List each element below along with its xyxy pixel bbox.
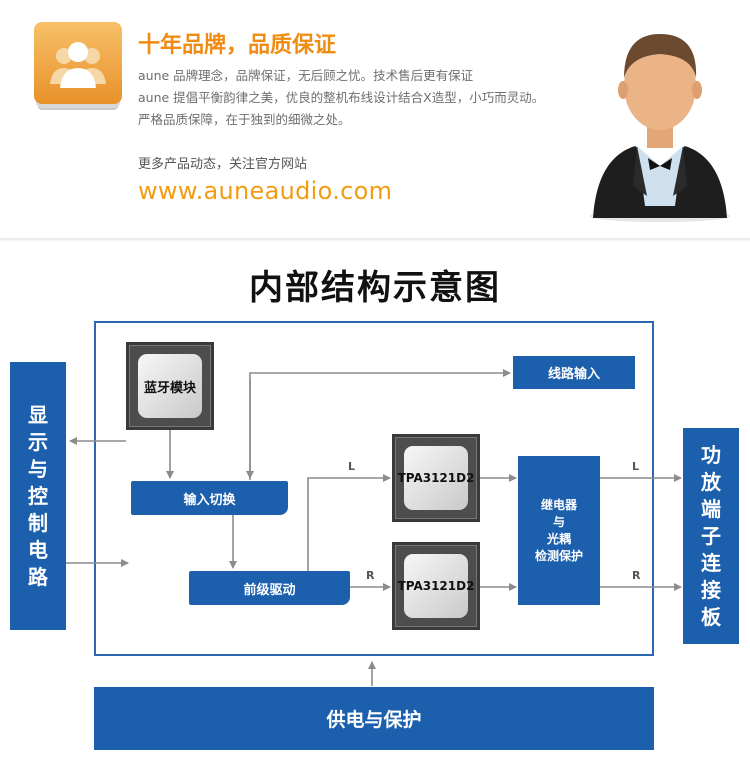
amp-chip-right: TPA3121D2 (392, 542, 480, 630)
output-label-l: L (632, 460, 640, 473)
left-panel-char: 制 (28, 510, 48, 535)
right-panel-char: 子 (701, 523, 721, 548)
amp-chip-left: TPA3121D2 (392, 434, 480, 522)
promo-line-2: aune 提倡平衡韵律之美，优良的整机布线设计结合X造型，小巧而灵动。 (138, 90, 545, 105)
bluetooth-module-label: 蓝牙模块 (138, 354, 202, 418)
output-label-r: R (632, 569, 641, 582)
arrow-pre-to-chip-l (307, 474, 391, 571)
relay-text: 检测保护 (534, 548, 583, 563)
pre-driver-block: 前级驱动 (189, 571, 350, 605)
promo-header: 十年品牌，品质保证 aune 品牌理念，品牌保证，无后顾之忧。技术售后更有保证 … (0, 0, 750, 240)
left-panel-char: 电 (28, 537, 48, 562)
users-icon (50, 42, 106, 88)
promo-line-1: aune 品牌理念，品牌保证，无后顾之忧。技术售后更有保证 (138, 68, 474, 83)
power-protection-block: 供电与保护 (94, 687, 654, 750)
avatar-icon (590, 34, 730, 222)
relay-text: 继电器 (540, 497, 577, 512)
left-panel-char: 控 (28, 483, 48, 508)
diagram-title: 内部结构示意图 (249, 268, 501, 308)
left-panel-char: 示 (28, 429, 48, 454)
amp-terminal-board-block: 功 放 端 子 连 接 板 (683, 428, 739, 644)
header-divider (0, 238, 750, 242)
right-panel-char: 接 (701, 577, 721, 602)
left-panel-char: 与 (28, 456, 48, 481)
bluetooth-module-chip: 蓝牙模块 (126, 342, 214, 430)
more-info-text: 更多产品动态，关注官方网站 (138, 157, 308, 172)
promo-line-3: 严格品质保障，在于独到的细微之处。 (138, 112, 351, 127)
right-panel-char: 功 (701, 442, 721, 467)
channel-label-l: L (348, 460, 356, 473)
amp-chip-right-label: TPA3121D2 (398, 554, 474, 618)
right-panel-char: 放 (701, 469, 721, 494)
relay-protection-block: 继电器 与 光耦 检测保护 (518, 456, 600, 605)
line-input-block: 线路输入 (513, 356, 635, 389)
left-panel-char: 路 (28, 564, 48, 589)
main-board-frame (94, 321, 654, 656)
relay-text: 与 (552, 514, 565, 529)
right-panel-char: 连 (701, 550, 721, 575)
left-panel-char: 显 (28, 402, 48, 427)
right-panel-char: 板 (701, 604, 721, 629)
headline: 十年品牌，品质保证 (138, 33, 337, 58)
input-switch-block: 输入切换 (131, 481, 288, 515)
users-badge-icon (34, 22, 122, 104)
right-panel-char: 端 (701, 496, 721, 521)
amp-chip-left-label: TPA3121D2 (398, 446, 474, 510)
channel-label-r: R (366, 569, 375, 582)
display-control-circuit-block: 显 示 与 控 制 电 路 (10, 362, 66, 630)
relay-text: 光耦 (546, 531, 571, 546)
website-link[interactable]: www.auneaudio.com (138, 177, 393, 205)
